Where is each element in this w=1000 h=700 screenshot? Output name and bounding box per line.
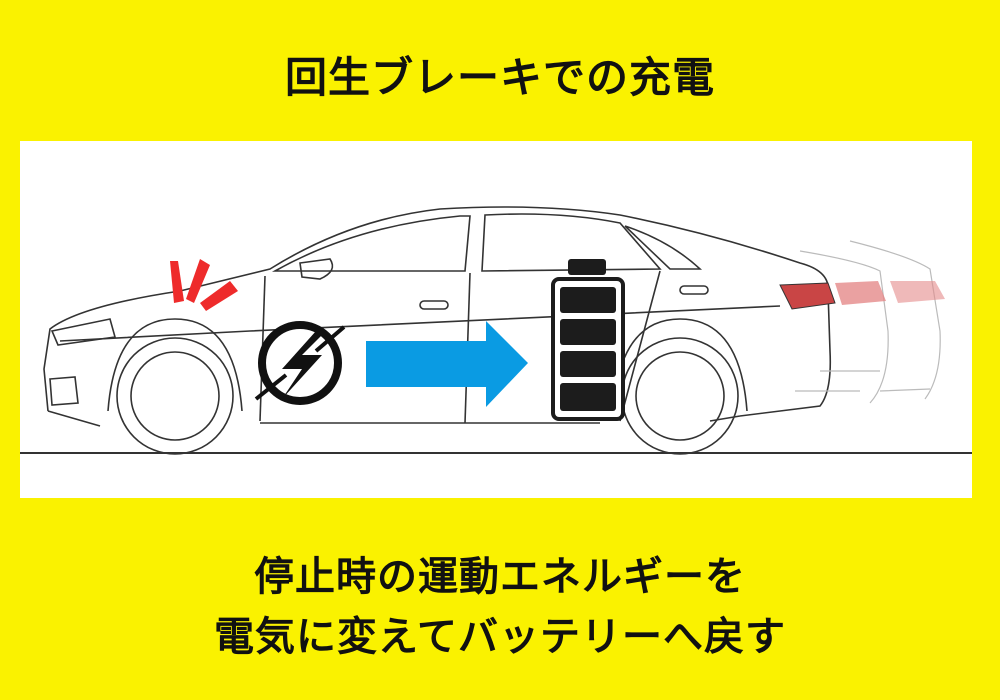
page-title: 回生ブレーキでの充電 bbox=[284, 53, 715, 102]
lightning-icon bbox=[254, 321, 346, 405]
caption-line-2: 電気に変えてバッテリーへ戻す bbox=[214, 614, 786, 660]
arrow-right-icon bbox=[366, 321, 528, 407]
caption-line-1: 停止時の運動エネルギーを bbox=[254, 554, 746, 600]
illustration-panel bbox=[20, 141, 972, 498]
battery-icon bbox=[551, 259, 625, 421]
car-outline bbox=[20, 206, 972, 455]
tail-lights bbox=[779, 281, 945, 310]
brake-impact-icon bbox=[170, 259, 238, 311]
car-illustration bbox=[20, 206, 972, 455]
